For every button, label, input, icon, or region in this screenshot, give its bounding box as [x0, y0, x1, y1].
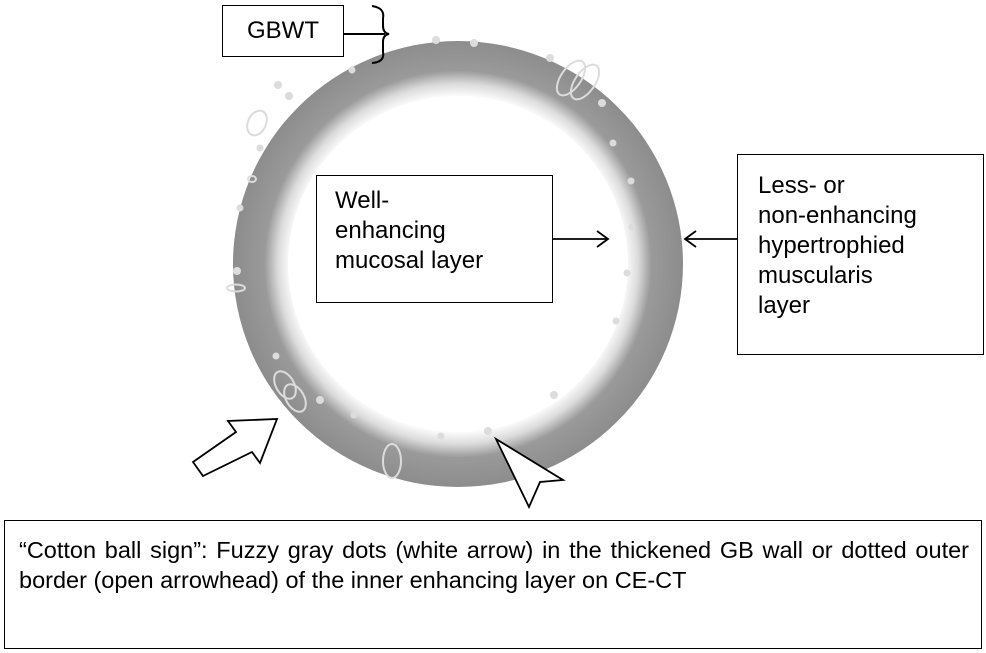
muscularis-layer-label-box: Less- or non-enhancing hypertrophied mus…	[737, 154, 984, 355]
dot	[256, 144, 264, 152]
dot	[623, 269, 631, 277]
oval	[382, 443, 402, 479]
oval	[246, 109, 268, 137]
muscularis-layer-label: Less- or non-enhancing hypertrophied mus…	[758, 171, 983, 321]
oval	[226, 283, 246, 293]
dot	[272, 352, 280, 360]
dot	[484, 427, 492, 435]
dot	[550, 391, 558, 399]
gbwt-label: GBWT	[247, 17, 319, 44]
caption-text: “Cotton ball sign”: Fuzzy gray dots (whi…	[19, 537, 969, 593]
mucosal-arrow	[553, 230, 610, 248]
muscularis-label-line: layer	[758, 292, 811, 319]
dot	[470, 39, 478, 47]
dot	[437, 432, 445, 440]
dot	[285, 92, 293, 100]
dot	[350, 411, 358, 419]
open-arrowhead-icon	[493, 436, 566, 510]
dot	[627, 177, 635, 185]
dot	[233, 267, 241, 275]
dot	[236, 204, 244, 212]
muscularis-label-line: non-enhancing	[758, 202, 917, 229]
dot	[432, 36, 440, 44]
caption-box: “Cotton ball sign”: Fuzzy gray dots (whi…	[4, 520, 982, 649]
cotton-ball-ovals	[226, 59, 601, 479]
cotton-ball-dots	[233, 36, 636, 440]
mucosal-layer-label: Well- enhancing mucosal layer	[335, 186, 545, 276]
gbwt-brace	[371, 5, 390, 64]
dot	[598, 99, 606, 107]
mucosal-label-line: Well-	[335, 187, 390, 214]
muscularis-label-line: hypertrophied	[758, 232, 905, 259]
oval	[283, 383, 307, 413]
mucosal-layer-label-box: Well- enhancing mucosal layer	[316, 175, 553, 303]
oval	[555, 59, 587, 97]
white-arrow-icon	[191, 418, 279, 478]
dot	[612, 317, 620, 325]
oval	[247, 175, 257, 183]
muscularis-arrow	[683, 230, 737, 248]
dot	[316, 396, 324, 404]
dot	[546, 54, 554, 62]
muscularis-label-line: muscularis	[758, 262, 873, 289]
dot	[348, 66, 356, 74]
oval	[569, 63, 601, 101]
dot	[609, 139, 617, 147]
gbwt-label-box: GBWT	[222, 5, 344, 57]
dot	[628, 223, 636, 231]
mucosal-label-line: mucosal layer	[335, 247, 484, 274]
oval	[273, 370, 297, 400]
muscularis-label-line: Less- or	[758, 172, 845, 199]
dot	[274, 81, 282, 89]
mucosal-label-line: enhancing	[335, 217, 446, 244]
